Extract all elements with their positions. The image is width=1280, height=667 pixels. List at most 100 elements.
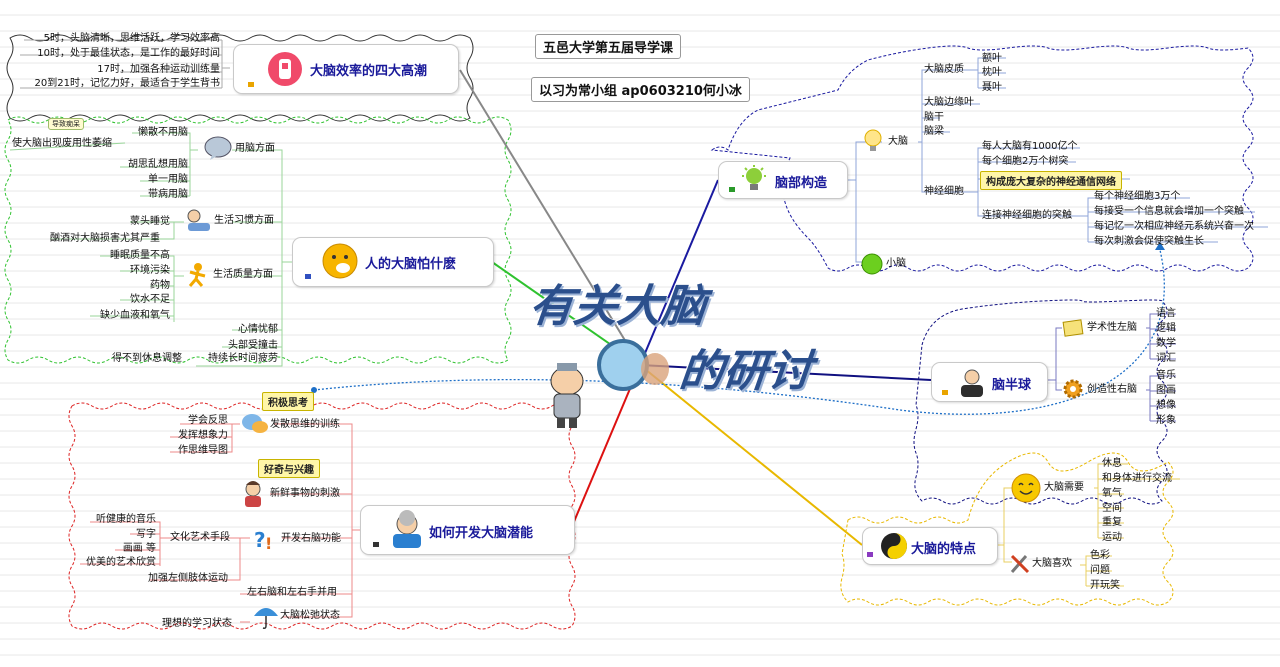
center-title-line1: 有关大脑: [526, 281, 709, 332]
structure-synapse-label: 连接神经细胞的突触: [982, 210, 1072, 221]
structure-other-3: 脑梁: [924, 126, 944, 137]
topic-efficiency[interactable]: 大脑效率的四大高潮: [233, 44, 459, 94]
svg-text:!: !: [265, 534, 272, 551]
topic-develop[interactable]: 如何开发大脑潜能: [360, 505, 575, 555]
fears-habit-item-2: 酗酒对大脑损害尤其严重: [50, 233, 160, 244]
green-dot-icon: [861, 253, 883, 275]
thinking-person-icon: [245, 481, 261, 507]
topic-features-label: 大脑的特点: [911, 542, 977, 557]
fears-other-1: 心情忧郁: [238, 324, 278, 335]
structure-other-1: 大脑边缘叶: [924, 97, 974, 108]
hemisphere-left-label: 学术性左脑: [1087, 322, 1137, 333]
callout-active-thinking: 积极思考: [262, 392, 314, 411]
branch-structure: [639, 179, 719, 366]
features-needs-item-5: 重复: [1102, 517, 1122, 528]
center-title-line2: 的研讨: [676, 346, 815, 397]
flag-icon: [867, 552, 873, 557]
fears-quality-item-3: 药物: [150, 280, 170, 291]
develop-art-item-1: 听健康的音乐: [96, 514, 156, 525]
develop-art-item-3: 画画 等: [122, 543, 156, 554]
fears-use-item-2: 胡思乱想用脑: [128, 159, 188, 170]
boundary-hemisphere: [913, 299, 1168, 505]
fears-habit-item-1: 蒙头睡觉: [130, 216, 170, 227]
lightbulb-icon: [864, 129, 882, 151]
efficiency-item-1: 5时，头脑清晰，思维活跃，学习效率高: [43, 33, 220, 44]
idea-bulb-icon: [742, 165, 766, 190]
fears-use-item-3: 单一用脑: [148, 174, 188, 185]
fears-use-item-1: 懒散不用脑: [138, 127, 188, 138]
topic-efficiency-label: 大脑效率的四大高潮: [310, 64, 428, 79]
topic-hemisphere-label: 脑半球: [992, 378, 1032, 393]
branch-efficiency: [459, 69, 641, 366]
fears-use-item-4: 带病用脑: [148, 189, 188, 200]
umbrella-icon: [254, 608, 278, 629]
fears-quality-item-2: 环境污染: [130, 265, 170, 276]
boundary-structure: [710, 45, 1254, 272]
hemisphere-right-item-1: 音乐: [1156, 370, 1176, 381]
flag-icon: [942, 390, 948, 395]
develop-divergent-item-3: 作思维导图: [178, 445, 228, 456]
branch-hemisphere: [639, 364, 932, 381]
develop-divergent-item-1: 学会反思: [188, 415, 228, 426]
features-likes-item-2: 问题: [1090, 565, 1110, 576]
structure-cerebrum-label: 大脑: [888, 136, 908, 147]
tools-icon: [1010, 554, 1030, 574]
person-avatar-icon: [961, 369, 983, 397]
happy-face-icon: [1011, 473, 1041, 503]
topic-fears[interactable]: 人的大脑怕什麽: [292, 237, 494, 287]
pink-badge-icon: [268, 52, 302, 86]
hemisphere-left-item-4: 词汇: [1156, 353, 1176, 364]
structure-cortex-item-2: 枕叶: [982, 67, 1002, 78]
cartoon-character-icon: [550, 363, 584, 428]
structure-cortex-label: 大脑皮质: [924, 64, 964, 75]
hemisphere-right-item-2: 图画: [1156, 385, 1176, 396]
relationship-arrow: [313, 249, 1165, 415]
develop-relax-item: 理想的学习状态: [162, 618, 232, 629]
features-likes-label: 大脑喜欢: [1032, 558, 1072, 569]
fears-other-2: 头部受撞击: [228, 340, 278, 351]
topic-structure[interactable]: 脑部构造: [718, 161, 848, 199]
develop-fresh: 新鲜事物的刺激: [270, 488, 340, 499]
structure-neuron-item-2: 每个细胞2万个树突: [982, 156, 1069, 167]
svg-text:?: ?: [254, 528, 266, 551]
structure-cerebellum: 小脑: [886, 258, 906, 269]
structure-neuron-highlight: 构成庞大复杂的神经通信网络: [980, 171, 1122, 190]
efficiency-item-3: 17时，加强各种运动训练量: [97, 64, 220, 75]
structure-synapse-item-3: 每记忆一次相应神经元系统兴奋一次: [1094, 221, 1254, 232]
structure-neuron-label: 神经细胞: [924, 186, 964, 197]
relationship-arrowhead: [1155, 242, 1165, 250]
fears-quality-item-4: 饮水不足: [130, 294, 170, 305]
topic-develop-label: 如何开发大脑潜能: [429, 526, 534, 541]
develop-relax-label: 大脑松弛状态: [280, 610, 340, 621]
structure-cortex-item-3: 聂叶: [982, 82, 1002, 93]
grandma-avatar-icon: [393, 510, 421, 548]
gear-icon: [1063, 379, 1083, 399]
hemisphere-right-item-3: 想像: [1156, 400, 1176, 411]
features-needs-item-1: 休息: [1102, 458, 1122, 469]
topic-features[interactable]: 大脑的特点: [862, 527, 998, 565]
center-topic[interactable]: 有关大脑 的研讨: [520, 265, 814, 428]
smiley-face-icon: [322, 243, 358, 279]
structure-synapse-item-2: 每接受一个信息就会增加一个突触: [1094, 206, 1244, 217]
header-title: 五邑大学第五届导学课: [535, 34, 682, 59]
structure-neuron-item-1: 每人大脑有1000亿个: [982, 141, 1078, 152]
topic-hemisphere[interactable]: 脑半球: [931, 362, 1048, 402]
develop-art-item-4: 优美的艺术欣赏: [86, 557, 156, 568]
hemisphere-left-item-1: 语言: [1156, 308, 1176, 319]
structure-synapse-item-4: 每次刺激会促使突触生长: [1094, 236, 1204, 247]
features-needs-item-3: 氧气: [1102, 488, 1122, 499]
structure-cortex-item-1: 额叶: [982, 53, 1002, 64]
develop-divergent-item-2: 发挥想象力: [178, 430, 228, 441]
develop-right-label: 开发右脑功能: [281, 533, 341, 544]
topic-structure-label: 脑部构造: [775, 176, 828, 191]
chat-bubbles-icon: [242, 414, 268, 433]
features-likes-item-3: 开玩笑: [1090, 580, 1120, 591]
hemisphere-right-label: 创造性右脑: [1087, 384, 1137, 395]
yin-yang-icon: [881, 533, 907, 559]
features-needs-item-4: 空间: [1102, 503, 1122, 514]
efficiency-item-2: 10时，处于最佳状态，是工作的最好时间: [37, 48, 220, 59]
develop-left-body: 加强左侧肢体运动: [148, 573, 228, 584]
fears-quality-item-1: 睡眠质量不高: [110, 250, 170, 261]
hemisphere-left-item-3: 数学: [1156, 338, 1176, 349]
relationship-start: [311, 387, 317, 393]
